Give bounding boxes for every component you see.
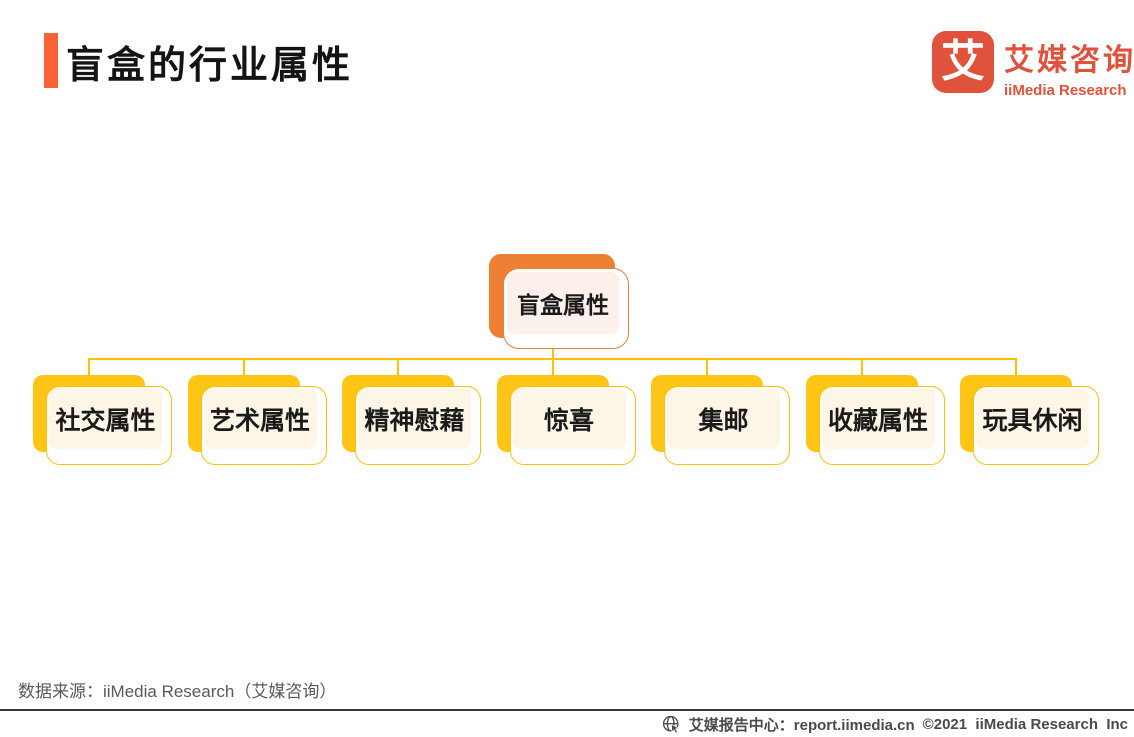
logo-name-cn: 艾媒咨询	[1004, 44, 1134, 77]
node-label: 集邮	[667, 389, 780, 449]
data-source-note: 数据来源：iiMedia Research（艾媒咨询）	[18, 682, 337, 701]
node-label: 艺术属性	[203, 389, 317, 449]
title-accent-bar	[44, 33, 58, 88]
node-label: 惊喜	[512, 389, 626, 449]
tree-node-comfort: 精神慰藉	[342, 358, 482, 467]
iimedia-logo: 艾 艾媒咨询 iiMedia Research	[932, 31, 1134, 99]
logo-mark-icon: 艾	[932, 31, 994, 93]
tree-node-surprise: 惊喜	[496, 358, 637, 467]
connector-drop	[88, 358, 90, 375]
tree-node-social: 社交属性	[33, 358, 173, 467]
footer-copyright: ©2021 iiMedia Research Inc	[922, 716, 1128, 733]
node-label: 精神慰藉	[358, 389, 471, 449]
footer-divider	[0, 709, 1134, 711]
node-label: 玩具休闲	[976, 389, 1089, 449]
logo-text: 艾媒咨询 iiMedia Research	[1004, 31, 1134, 99]
blind-box-attribute-tree: 盲盒属性 社交属性 艺术属性 精神慰藉	[33, 254, 1100, 470]
footer-report-center: 艾媒报告中心：report.iimedia.cn	[688, 717, 915, 734]
connector-drop	[860, 358, 863, 375]
node-label: 收藏属性	[821, 389, 935, 449]
connector-drop	[551, 358, 554, 375]
tree-node-collection: 收藏属性	[805, 358, 946, 467]
connector-drop	[1015, 358, 1017, 375]
node-label: 社交属性	[49, 389, 162, 449]
tree-node-art: 艺术属性	[187, 358, 328, 467]
tree-node-toy-leisure: 玩具休闲	[960, 358, 1100, 467]
logo-glyph: 艾	[941, 37, 985, 86]
page-title: 盲盒的行业属性	[66, 45, 354, 87]
footer: 艾媒报告中心：report.iimedia.cn ©2021 iiMedia R…	[662, 714, 1128, 735]
root-node: 盲盒属性	[489, 254, 631, 350]
child-node-row: 社交属性 艺术属性 精神慰藉 惊喜	[33, 358, 1100, 467]
connector-drop	[242, 358, 245, 375]
logo-name-en: iiMedia Research	[1004, 82, 1127, 99]
globe-icon	[662, 715, 680, 734]
tree-node-stamp-collecting: 集邮	[651, 358, 791, 467]
connector-drop	[397, 358, 399, 375]
root-node-label: 盲盒属性	[507, 272, 619, 334]
connector-drop	[706, 358, 708, 375]
